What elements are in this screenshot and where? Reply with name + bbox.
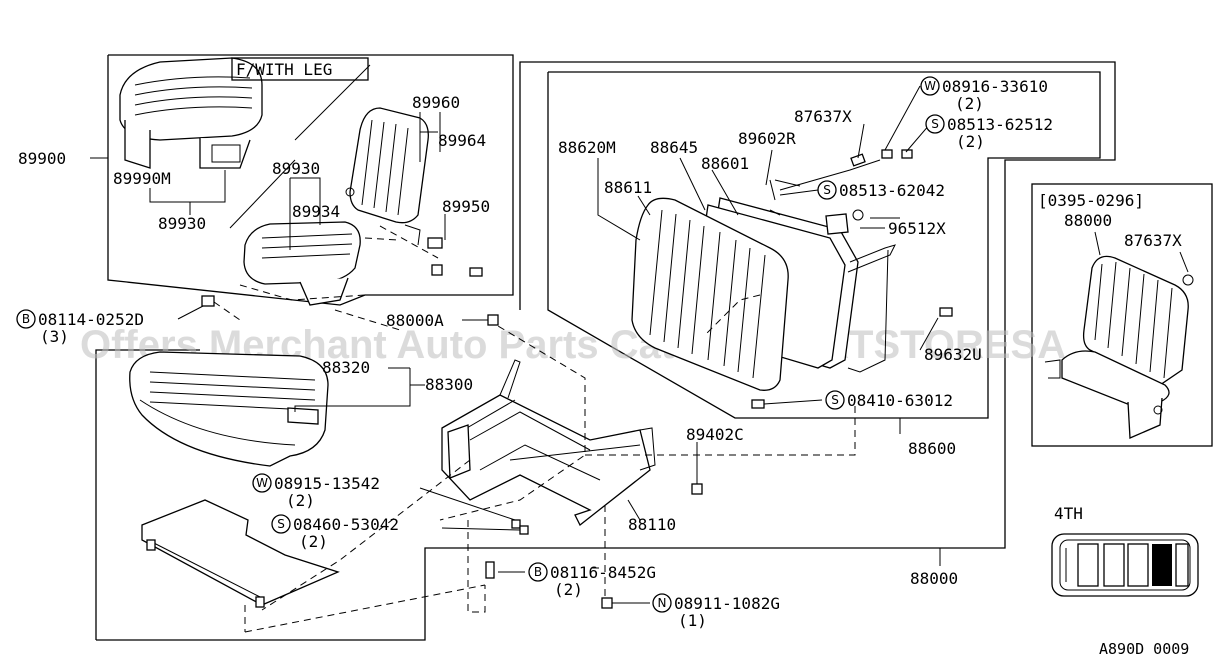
- label-88300: 88300: [425, 375, 473, 394]
- label-88601: 88601: [701, 154, 749, 173]
- fastener-08915: W 08915-13542 (2): [252, 473, 380, 510]
- label-89934: 89934: [292, 202, 340, 221]
- main-frame: [95, 349, 200, 640]
- backrest-drawing: [631, 149, 953, 409]
- small-bolts-top-left: [239, 225, 483, 301]
- svg-text:(2): (2): [286, 491, 315, 510]
- svg-text:(2): (2): [955, 94, 984, 113]
- label-89930-a: 89930: [158, 214, 206, 233]
- label-89964: 89964: [438, 131, 486, 150]
- label-89990M: 89990M: [113, 169, 171, 188]
- label-88000-main: 88000: [910, 569, 958, 588]
- seatback-drawing: [345, 107, 429, 246]
- label-89950: 89950: [442, 197, 490, 216]
- diagram-code: A890D 0009: [1099, 640, 1189, 658]
- label-89632U: 89632U: [924, 345, 982, 364]
- leaders-top-left: [90, 64, 446, 250]
- fastener-08116: B 08116-8452G (2): [528, 562, 656, 599]
- with-leg-frame: [107, 54, 514, 306]
- label-89602R: 89602R: [738, 129, 796, 148]
- label-88600: 88600: [908, 439, 956, 458]
- inset-seat-drawing: [1044, 255, 1194, 439]
- svg-text:(3): (3): [40, 327, 69, 346]
- svg-text:N: N: [658, 596, 667, 610]
- fastener-08410: S 08410-63012: [825, 390, 953, 410]
- fastener-08513-62512: S 08513-62512 (2): [925, 114, 1053, 151]
- svg-text:08116-8452G: 08116-8452G: [550, 563, 656, 582]
- label-88110: 88110: [628, 515, 676, 534]
- svg-text:B: B: [22, 312, 30, 326]
- fastener-08513-62042: S 08513-62042: [817, 180, 945, 200]
- svg-text:S: S: [277, 517, 285, 531]
- label-88620M: 88620M: [558, 138, 616, 157]
- backrest-frame: [547, 71, 1101, 419]
- svg-text:08915-13542: 08915-13542: [274, 474, 380, 493]
- label-88000A: 88000A: [386, 311, 444, 330]
- svg-text:08911-1082G: 08911-1082G: [674, 594, 780, 613]
- label-88611: 88611: [604, 178, 652, 197]
- fastener-08916: W 08916-33610 (2): [920, 76, 1048, 113]
- date-range-inset-frame: [1031, 183, 1213, 447]
- center-fasteners: [419, 314, 703, 609]
- svg-text:B: B: [534, 565, 542, 579]
- label-87637X-b: 87637X: [1124, 231, 1182, 250]
- label-89402C: 89402C: [686, 425, 744, 444]
- cushion-drawing: [243, 221, 361, 306]
- label-89930-b: 89930: [272, 159, 320, 178]
- svg-text:(1): (1): [678, 611, 707, 630]
- dashed-guides-center: [244, 309, 856, 633]
- label-87637X-a: 87637X: [794, 107, 852, 126]
- svg-text:W: W: [924, 79, 936, 93]
- fourth-seat-label: 4TH: [1054, 504, 1083, 523]
- label-88320: 88320: [322, 358, 370, 377]
- bottom-cushion-drawing: [129, 351, 329, 467]
- leaders-backrest: [597, 85, 939, 405]
- vehicle-seat-position-icon: [1051, 533, 1199, 597]
- fastener-08114: B 08114-0252D (3): [16, 295, 241, 346]
- fastener-08460: S 08460-53042 (2): [271, 514, 399, 551]
- svg-text:(2): (2): [554, 580, 583, 599]
- label-96512X: 96512X: [888, 219, 946, 238]
- svg-text:S: S: [831, 393, 839, 407]
- floor-panel-drawing: [141, 499, 340, 608]
- svg-text:S: S: [931, 117, 939, 131]
- svg-text:08114-0252D: 08114-0252D: [38, 310, 144, 329]
- svg-text:W: W: [256, 476, 268, 490]
- date-range-label: [0395-0296]: [1038, 191, 1144, 210]
- svg-text:(2): (2): [956, 132, 985, 151]
- label-88645: 88645: [650, 138, 698, 157]
- with-leg-label-box: [231, 57, 369, 81]
- svg-text:08460-53042: 08460-53042: [293, 515, 399, 534]
- seat-frame-drawing: [441, 359, 656, 527]
- with-leg-label: F/WITH LEG: [236, 60, 332, 79]
- label-88000-inset: 88000: [1064, 211, 1112, 230]
- svg-text:08916-33610: 08916-33610: [942, 77, 1048, 96]
- svg-text:S: S: [823, 183, 831, 197]
- svg-text:08513-62042: 08513-62042: [839, 181, 945, 200]
- label-89900: 89900: [18, 149, 66, 168]
- svg-text:08410-63012: 08410-63012: [847, 391, 953, 410]
- svg-text:08513-62512: 08513-62512: [947, 115, 1053, 134]
- label-89960: 89960: [412, 93, 460, 112]
- svg-text:(2): (2): [299, 532, 328, 551]
- fastener-08911: N 08911-1082G (1): [652, 593, 780, 630]
